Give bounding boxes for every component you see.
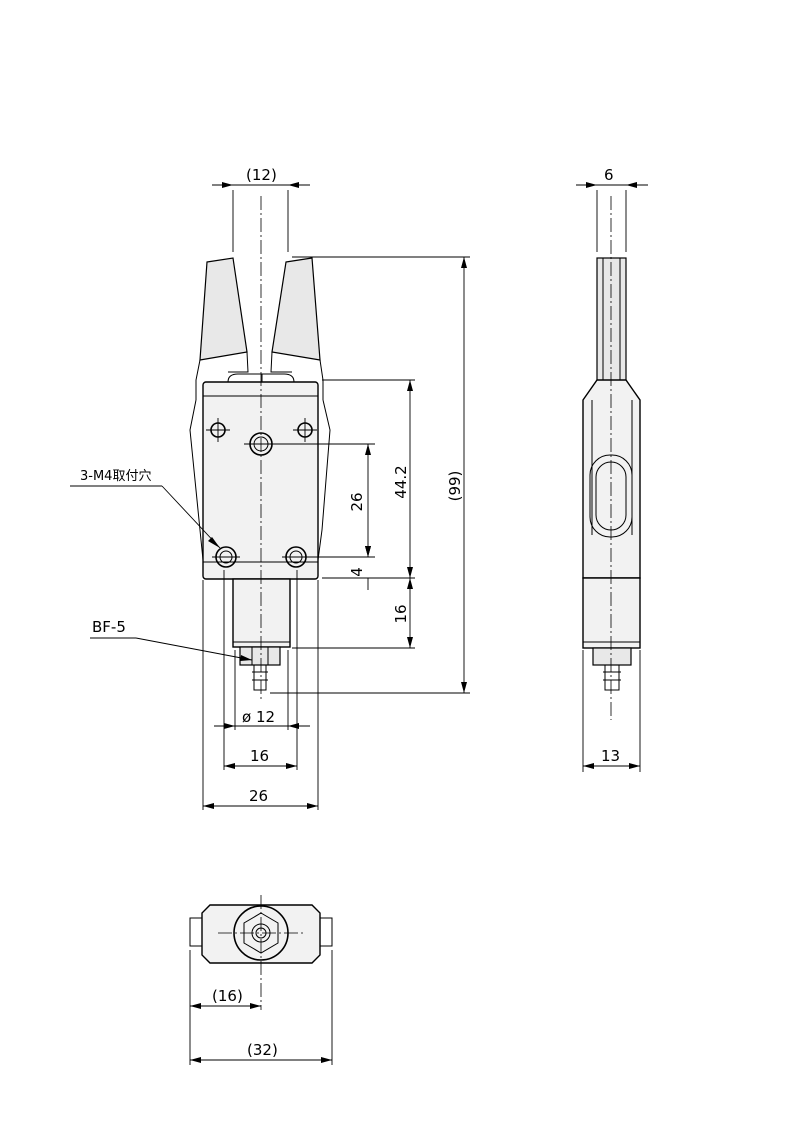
bottom-dimensions: (16) (32) <box>189 950 333 1065</box>
label-mount-holes: 3-M4取付穴 <box>80 469 151 484</box>
side-boss <box>582 577 641 649</box>
dim-hole-spacing-h: 16 <box>250 747 269 765</box>
dim-body-width: 26 <box>249 787 268 805</box>
bottom-view <box>189 895 333 1010</box>
left-jaw <box>199 257 248 361</box>
dim-body-thickness: 13 <box>601 747 620 765</box>
right-jaw <box>271 257 321 361</box>
dim-boss-dia: ø 12 <box>242 708 275 726</box>
dim-total-width: (32) <box>247 1041 278 1059</box>
dim-hole-spacing-v: 26 <box>348 492 366 511</box>
side-dimensions: 6 13 <box>576 166 648 772</box>
dim-jaw-gap: (12) <box>246 166 277 184</box>
side-fitting <box>592 647 632 691</box>
label-fitting: BF-5 <box>92 618 126 636</box>
fitting <box>239 646 281 691</box>
dim-half-width: (16) <box>212 987 243 1005</box>
front-dimensions: (12) (99) 44.2 26 4 16 <box>70 166 470 810</box>
front-boss <box>232 578 291 648</box>
dim-hole-offset: 4 <box>348 567 366 577</box>
side-view <box>582 196 641 720</box>
dim-boss-height: 16 <box>392 604 410 623</box>
dim-overall-height: (99) <box>446 471 464 502</box>
dim-jaw-thickness: 6 <box>604 166 614 184</box>
side-jaw <box>596 257 627 391</box>
dim-body-height: 44.2 <box>392 465 410 498</box>
front-view <box>189 196 331 700</box>
